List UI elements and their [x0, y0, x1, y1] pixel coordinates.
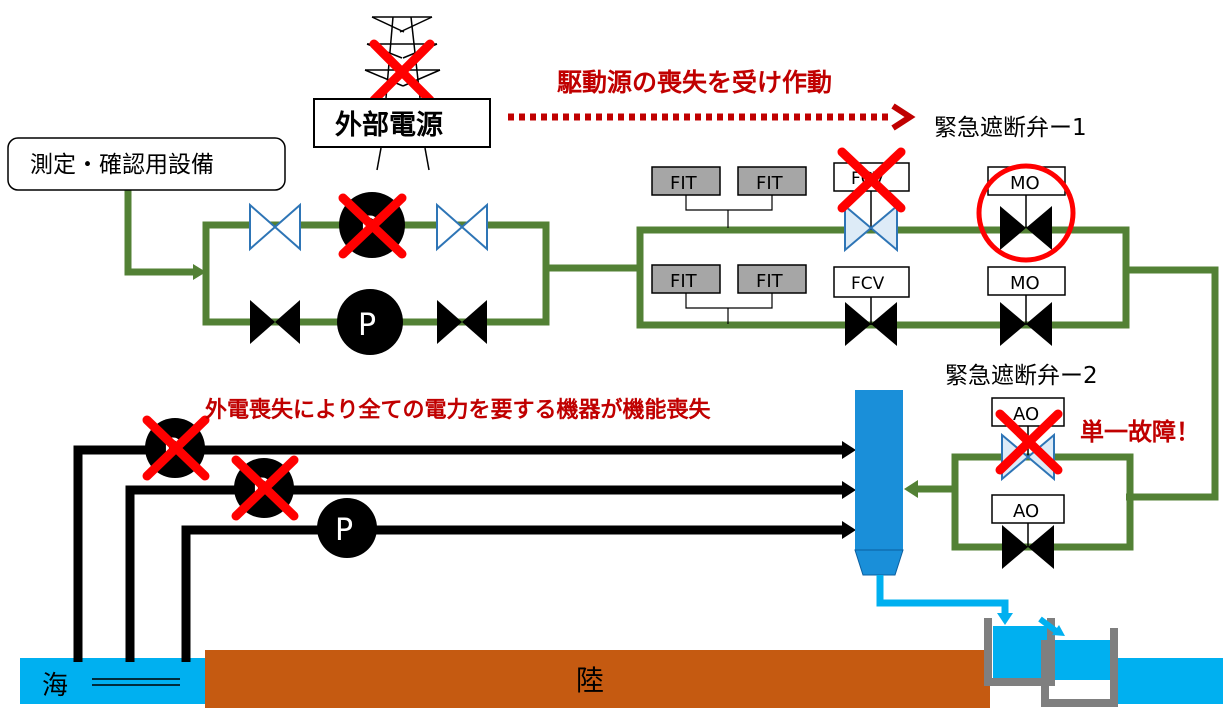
bottom-valve-right [437, 300, 487, 344]
land-label: 陸 [576, 664, 604, 697]
svg-text:AO: AO [1013, 404, 1039, 425]
top-valve-left [249, 202, 301, 252]
land-strip [205, 650, 990, 708]
sea-left [20, 658, 205, 704]
tower-failed-cross [369, 39, 435, 105]
top-pump-failed-cross [338, 193, 407, 259]
inlet-arrowhead [193, 264, 206, 280]
svg-text:AO: AO [1013, 501, 1039, 522]
drive-loss-arrowhead [891, 103, 916, 131]
svg-text:FIT: FIT [670, 173, 698, 194]
bottom-pump: P [337, 289, 403, 355]
power-loss-note: 外電喪失により全ての電力を要する機器が機能喪失 [205, 397, 712, 423]
seawater-arrowheads [842, 441, 856, 539]
seawater-pump-2-failed-cross [231, 455, 299, 521]
blue-tank [854, 390, 904, 576]
sea-right [1115, 658, 1223, 704]
ao-valve-top-failed-cross [995, 409, 1063, 475]
svg-text:MO: MO [1010, 173, 1040, 194]
seawater-lines [73, 445, 845, 662]
drain-pit [984, 618, 1118, 707]
svg-text:FCV: FCV [851, 274, 885, 294]
seawater-pump-1-failed-cross [142, 415, 210, 481]
mo-valve-top: MO [987, 166, 1066, 250]
svg-text:MO: MO [1010, 273, 1040, 294]
outlet-arrowhead [904, 480, 918, 498]
fit-group-bottom: FIT FIT [651, 264, 807, 324]
emergency-valve-1-label: 緊急遮断弁ー1 [934, 115, 1087, 141]
bottom-valve-left [250, 300, 300, 344]
svg-text:P: P [358, 308, 376, 343]
pit-overflow-arrowhead [1052, 625, 1065, 636]
drive-loss-note: 駆動源の喪失を受け作動 [557, 68, 832, 97]
svg-text:FIT: FIT [670, 271, 698, 292]
ao-valve-bottom: AO [991, 494, 1065, 569]
external-power-box [313, 98, 491, 148]
svg-text:FIT: FIT [756, 271, 784, 292]
fcv-top-failed-cross [837, 147, 906, 213]
tank-outflow-arrow [997, 613, 1013, 625]
pit-overflow-arrow [1038, 616, 1058, 634]
fit-group-top: FIT FIT [651, 166, 807, 228]
top-valve-right [436, 202, 488, 252]
sea-label: 海 [42, 671, 68, 701]
seawater-pump-3: P [317, 498, 377, 558]
mo-valve-bottom: MO [987, 266, 1066, 346]
tank-outflow [876, 575, 1009, 618]
svg-text:FIT: FIT [756, 173, 784, 194]
measurement-equipment-label: 測定・確認用設備 [30, 152, 214, 178]
emergency-valve-2-label: 緊急遮断弁ー2 [945, 363, 1098, 389]
measurement-equipment-box [7, 137, 286, 191]
mo-valve-highlight-circle [976, 163, 1076, 263]
single-failure-note: 単一故障！ [1080, 418, 1200, 446]
svg-text:P: P [335, 513, 353, 548]
external-power-label: 外部電源 [335, 109, 443, 141]
fcv-bottom: FCV [833, 266, 910, 346]
